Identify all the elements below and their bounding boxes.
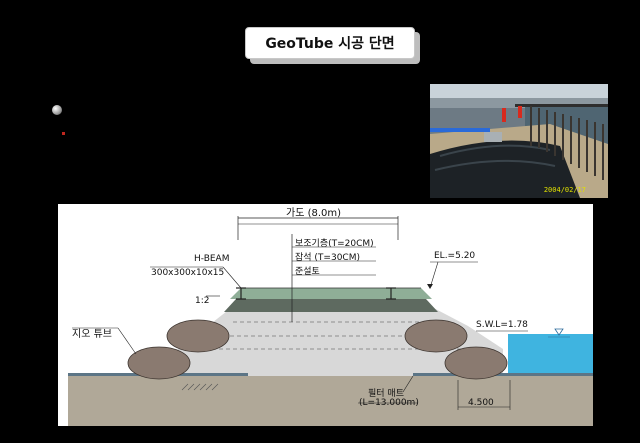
gravel-layer-label: 잡석 (T=30CM) <box>295 253 360 263</box>
dredged-soil-label: 준설토 <box>295 267 320 277</box>
bullet-icon <box>52 105 62 115</box>
red-marker-icon <box>62 132 65 135</box>
filter-mat-label: 필터 매트 <box>368 389 404 399</box>
page-title-text: GeoTube 시공 단면 <box>265 36 395 52</box>
geotube-upper-right <box>404 319 468 353</box>
filter-mat-right <box>413 373 593 376</box>
sea-water <box>508 334 593 376</box>
construction-photo-image <box>430 84 608 198</box>
geotube-upper-left <box>166 319 230 353</box>
hbeam-right <box>386 287 396 300</box>
elevation-label: EL.=5.20 <box>434 251 476 261</box>
hbeam-label: H-BEAM <box>194 254 230 264</box>
swl-label: S.W.L=1.78 <box>476 320 528 330</box>
cross-section-drawing <box>58 204 593 426</box>
hbeam-size-label: 300x300x10x15 <box>151 268 225 278</box>
geotube-lower-left <box>127 346 191 380</box>
right-dimension-label: 4.500 <box>468 398 494 408</box>
seabed <box>68 376 593 426</box>
subbase-layer-label: 보조기층(T=20CM) <box>295 239 374 249</box>
geotube-label: 지오 튜브 <box>72 329 112 340</box>
filter-mat-length-label: (L=13.000m) <box>359 398 419 408</box>
construction-photo: 2004/02/17 <box>430 84 608 198</box>
subbase-layer <box>230 288 432 299</box>
gravel-layer <box>224 299 438 312</box>
geotube-lower-right <box>444 346 508 380</box>
road-width-label: 가도 (8.0m) <box>286 208 342 219</box>
cross-section-diagram: 가도 (8.0m) H-BEAM 300x300x10x15 보조기층(T=20… <box>58 204 593 426</box>
page-title: GeoTube 시공 단면 <box>245 27 415 59</box>
photo-date-stamp: 2004/02/17 <box>543 186 586 194</box>
slope-label: 1:2 <box>195 296 210 306</box>
